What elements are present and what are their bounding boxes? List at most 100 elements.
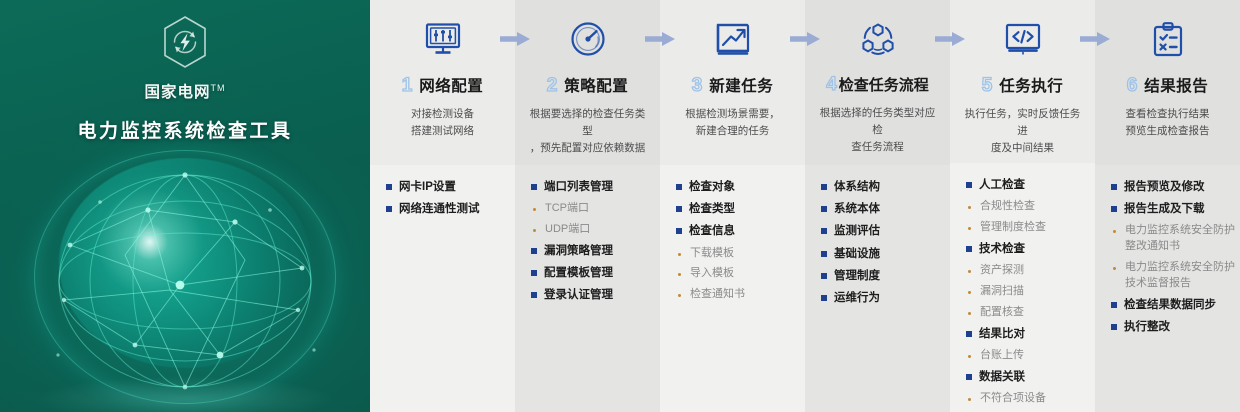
- step-title-row-2: 2 策略配置: [546, 74, 629, 96]
- list-item[interactable]: 网卡IP设置: [386, 179, 515, 196]
- list-item[interactable]: 漏洞策略管理: [531, 243, 660, 260]
- step-desc-text-4: 根据选择的任务类型对应检 查任务流程: [819, 107, 936, 153]
- list-item[interactable]: 体系结构: [821, 179, 950, 196]
- list-item[interactable]: 合规性检查: [966, 199, 1095, 215]
- bullet-square-marker: [531, 292, 537, 299]
- list-item-label: 电力监控系统安全防护技术监督报告: [1125, 261, 1235, 290]
- list-item[interactable]: 登录认证管理: [531, 287, 660, 304]
- list-item-label: 检查类型: [689, 203, 735, 216]
- list-item[interactable]: 检查对象: [676, 179, 805, 196]
- list-item[interactable]: 检查通知书: [676, 287, 805, 303]
- list-item[interactable]: 不符合项设备: [966, 391, 1095, 407]
- step-column-3[interactable]: 3 新建任务 根据检测场景需要， 新建合理的任务 检查对象 检查类型 检查信息 …: [660, 0, 805, 412]
- list-item-label: 漏洞策略管理: [544, 245, 613, 258]
- step-description-4: 根据选择的任务类型对应检 查任务流程: [805, 105, 950, 156]
- list-item-label: UDP端口: [545, 223, 591, 236]
- list-item[interactable]: 报告生成及下载: [1111, 201, 1240, 218]
- list-item-label: 管理制度: [834, 269, 880, 282]
- bullet-square-marker: [1111, 184, 1117, 190]
- bullet-square-marker: [1111, 206, 1117, 213]
- list-item-label: 网卡IP设置: [399, 181, 456, 193]
- list-item[interactable]: 监测评估: [821, 223, 950, 240]
- list-item[interactable]: UDP端口: [531, 222, 660, 238]
- list-item-label: 体系结构: [834, 181, 880, 193]
- bullet-dot-marker: [968, 269, 971, 273]
- bullet-dot-marker: [968, 205, 971, 209]
- step-column-4[interactable]: 4 检查任务流程 根据选择的任务类型对应检 查任务流程 体系结构 系统本体 监测…: [805, 0, 950, 412]
- bullet-square-marker: [821, 272, 827, 279]
- list-item[interactable]: 配置核查: [966, 305, 1095, 321]
- bullet-square-marker: [966, 373, 972, 380]
- bullet-dot-marker: [533, 229, 536, 233]
- list-item[interactable]: 数据关联: [966, 369, 1095, 386]
- list-item[interactable]: 技术检查: [966, 241, 1095, 258]
- list-item-label: 登录认证管理: [544, 289, 613, 302]
- list-item-label: 人工检查: [979, 178, 1025, 191]
- state-grid-logo-icon: [157, 14, 213, 70]
- arrow-right-icon-2: [645, 32, 675, 46]
- list-item[interactable]: 报告预览及修改: [1111, 179, 1240, 196]
- step-column-1[interactable]: 1 网络配置 对接检测设备 搭建测试网络 网卡IP设置 网络连通性测试: [370, 0, 515, 412]
- list-item[interactable]: 端口列表管理: [531, 179, 660, 196]
- globe-sphere: [59, 158, 311, 368]
- list-item[interactable]: 台账上传: [966, 348, 1095, 364]
- list-item[interactable]: 系统本体: [821, 201, 950, 218]
- step-number-5: 5: [981, 75, 993, 96]
- list-item-label: 数据关联: [979, 370, 1025, 383]
- step-header-2: 2 策略配置 根据要选择的检查任务类型 ，预先配置对应依赖数据: [515, 0, 660, 165]
- step-desc-text-6: 查看检查执行结果 预览生成检查报告: [1125, 108, 1210, 137]
- list-item[interactable]: 检查类型: [676, 201, 805, 218]
- list-item[interactable]: 结果比对: [966, 326, 1095, 343]
- bullet-square-marker: [821, 184, 827, 190]
- list-item[interactable]: 管理制度检查: [966, 220, 1095, 236]
- list-item[interactable]: 执行整改: [1111, 319, 1240, 336]
- list-item[interactable]: 配置模板管理: [531, 265, 660, 282]
- code-monitor-icon: [1002, 14, 1044, 66]
- bullet-square-marker: [966, 245, 972, 252]
- bullet-square-marker: [1111, 302, 1117, 309]
- list-item-label: 配置模板管理: [544, 267, 613, 280]
- bullet-dot-marker: [968, 226, 971, 230]
- list-item[interactable]: 基础设施: [821, 246, 950, 263]
- list-item[interactable]: 漏洞扫描: [966, 284, 1095, 300]
- brand-panel: 国家电网TM 电力监控系统检查工具: [0, 0, 370, 412]
- list-item-label: 结果比对: [979, 327, 1025, 340]
- step-name-3: 新建任务: [709, 78, 774, 95]
- list-item-label: 技术检查: [979, 242, 1025, 255]
- list-item[interactable]: 电力监控系统安全防护技术监督报告: [1111, 260, 1240, 292]
- workflow-nodes-icon: [857, 14, 899, 66]
- step-item-list-1: 网卡IP设置 网络连通性测试: [370, 165, 515, 223]
- step-header-1: 1 网络配置 对接检测设备 搭建测试网络: [370, 0, 515, 165]
- step-desc-text-2: 根据要选择的检查任务类型 ，预先配置对应依赖数据: [529, 108, 646, 154]
- list-item[interactable]: 下载模板: [676, 246, 805, 262]
- step-desc-text-1: 对接检测设备 搭建测试网络: [411, 108, 474, 137]
- bullet-square-marker: [821, 250, 827, 257]
- list-item[interactable]: 资产探测: [966, 263, 1095, 279]
- list-item-label: 检查结果数据同步: [1124, 299, 1216, 312]
- list-item[interactable]: 导入模板: [676, 266, 805, 282]
- step-name-2: 策略配置: [564, 78, 629, 95]
- step-name-4: 检查任务流程: [838, 77, 929, 94]
- step-column-6[interactable]: 6 结果报告 查看检查执行结果 预览生成检查报告 报告预览及修改 报告生成及下载…: [1095, 0, 1240, 412]
- step-column-2[interactable]: 2 策略配置 根据要选择的检查任务类型 ，预先配置对应依赖数据 端口列表管理 T…: [515, 0, 660, 412]
- list-item[interactable]: 检查信息: [676, 223, 805, 240]
- step-title-row-6: 6 结果报告: [1126, 74, 1209, 96]
- list-item-label: 导入模板: [690, 267, 734, 280]
- list-item[interactable]: 运维行为: [821, 290, 950, 307]
- bullet-square-marker: [1111, 324, 1117, 331]
- list-item[interactable]: TCP端口: [531, 201, 660, 217]
- list-item[interactable]: 管理制度: [821, 268, 950, 285]
- list-item[interactable]: 网络连通性测试: [386, 201, 515, 218]
- list-item[interactable]: 人工检查: [966, 177, 1095, 194]
- list-item[interactable]: 检查结果数据同步: [1111, 297, 1240, 314]
- list-item-label: 基础设施: [834, 247, 880, 260]
- list-item-label: 执行整改: [1124, 321, 1170, 334]
- step-column-5[interactable]: 5 任务执行 执行任务，实时反馈任务进 度及中间结果 人工检查 合规性检查 管理…: [950, 0, 1095, 412]
- list-item-label: 合规性检查: [980, 199, 1035, 212]
- step-item-list-3: 检查对象 检查类型 检查信息 下载模板 导入模板 检查通知书: [660, 165, 805, 308]
- globe-outer-ring: [34, 150, 336, 404]
- arrow-right-icon-3: [790, 32, 820, 46]
- bullet-square-marker: [676, 228, 682, 235]
- step-item-list-4: 体系结构 系统本体 监测评估 基础设施 管理制度 运维行为: [805, 165, 950, 312]
- list-item[interactable]: 电力监控系统安全防护整改通知书: [1111, 223, 1240, 255]
